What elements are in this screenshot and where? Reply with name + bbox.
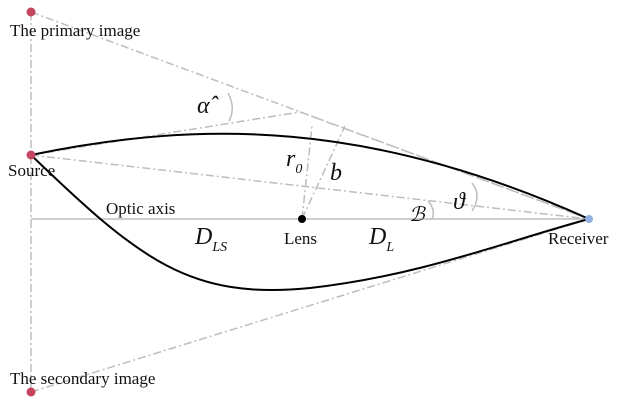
receiver-label: Receiver — [548, 229, 609, 248]
source-point — [26, 150, 36, 160]
d-ls-subscript: LS — [211, 240, 227, 255]
theta-symbol: ϑ — [453, 189, 466, 215]
d-l-subscript: L — [385, 240, 394, 255]
r0-subscript: 0 — [295, 162, 302, 177]
optic-axis-label: Optic axis — [106, 199, 175, 218]
secondary-image-label: The secondary image — [10, 369, 155, 388]
primary-image-label: The primary image — [10, 21, 140, 40]
d-ls-symbol: DLS — [194, 224, 227, 255]
d-l-main: D — [368, 224, 386, 250]
receiver-tangent-line — [299, 111, 590, 220]
secondary-image-point — [26, 387, 36, 397]
receiver-point — [585, 215, 593, 223]
source-label: Source — [8, 161, 55, 180]
beta-symbol: ℬ — [409, 204, 426, 226]
lens-label: Lens — [284, 229, 317, 248]
alpha-hat-symbol: α̂ — [197, 93, 219, 119]
r0-main: r — [286, 146, 296, 172]
beta-angle-arc — [427, 200, 435, 220]
source-tangent-line — [30, 111, 301, 156]
secondary-image-ray — [30, 218, 590, 393]
r0-symbol: r0 — [286, 146, 302, 177]
primary-image-point — [26, 7, 36, 17]
alpha-angle-arc — [227, 92, 233, 122]
lower-light-path — [30, 154, 590, 292]
source-receiver-line — [30, 154, 590, 220]
upper-light-path — [30, 132, 590, 220]
lens-point — [298, 215, 306, 223]
b-symbol: b — [330, 160, 342, 186]
theta-angle-arc — [471, 182, 478, 212]
primary-image-ray — [30, 11, 590, 220]
d-ls-main: D — [194, 224, 212, 250]
d-l-symbol: DL — [368, 224, 394, 255]
r0-line — [301, 125, 313, 220]
